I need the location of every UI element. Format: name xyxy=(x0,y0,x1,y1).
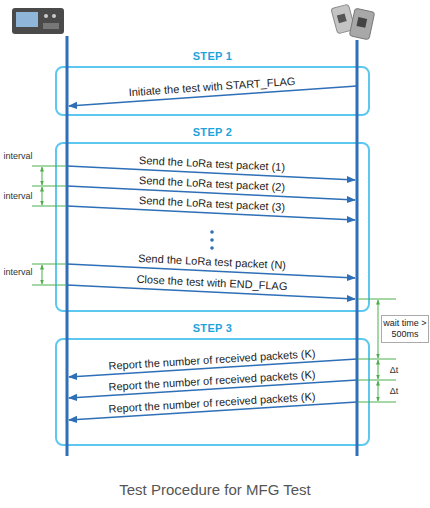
interval-label: interval xyxy=(3,266,32,279)
message-label: Close the test with END_FLAG xyxy=(136,273,287,293)
tester-knob xyxy=(52,14,56,18)
bracket-tick xyxy=(32,206,66,207)
delta-label: Δt xyxy=(390,364,399,377)
bracket-tick xyxy=(358,359,396,360)
delta-label: Δt xyxy=(390,385,399,398)
bracket-tick xyxy=(32,186,66,187)
lifeline xyxy=(356,40,359,456)
module-chip xyxy=(337,13,347,23)
figure-caption: Test Procedure for MFG Test xyxy=(0,481,430,498)
bracket-arrow xyxy=(378,300,379,358)
tester-knob xyxy=(44,14,48,18)
tester-icon xyxy=(12,8,64,34)
ellipsis-dot xyxy=(210,230,214,234)
ellipsis-dot xyxy=(210,238,214,242)
bracket-arrow xyxy=(42,187,43,205)
bracket-tick xyxy=(32,166,66,167)
tester-screen xyxy=(16,12,38,27)
step-heading: STEP 3 xyxy=(57,322,368,334)
wait-time-label: wait time > 500ms xyxy=(381,315,429,343)
module-chip xyxy=(356,17,367,28)
module-board xyxy=(349,8,374,40)
interval-label: interval xyxy=(3,190,32,203)
interval-label: interval xyxy=(3,150,32,163)
step-heading: STEP 2 xyxy=(57,126,368,138)
bracket-tick xyxy=(358,299,396,300)
interval-brackets xyxy=(32,166,66,285)
step-heading: STEP 1 xyxy=(57,50,368,62)
lifeline xyxy=(66,36,69,456)
tester-keys xyxy=(43,23,59,29)
bracket-arrow xyxy=(378,360,379,379)
ellipsis-dot xyxy=(210,246,214,250)
bracket-arrow xyxy=(378,381,379,401)
bracket-tick xyxy=(358,380,396,381)
bracket-tick xyxy=(358,402,396,403)
bracket-arrow xyxy=(42,167,43,185)
tester-body xyxy=(12,8,64,34)
lora-module-icon xyxy=(331,4,375,40)
bracket-arrow xyxy=(42,265,43,284)
bracket-tick xyxy=(32,285,66,286)
message-label: Report the number of received packets (K… xyxy=(108,347,316,373)
bracket-tick xyxy=(32,264,66,265)
